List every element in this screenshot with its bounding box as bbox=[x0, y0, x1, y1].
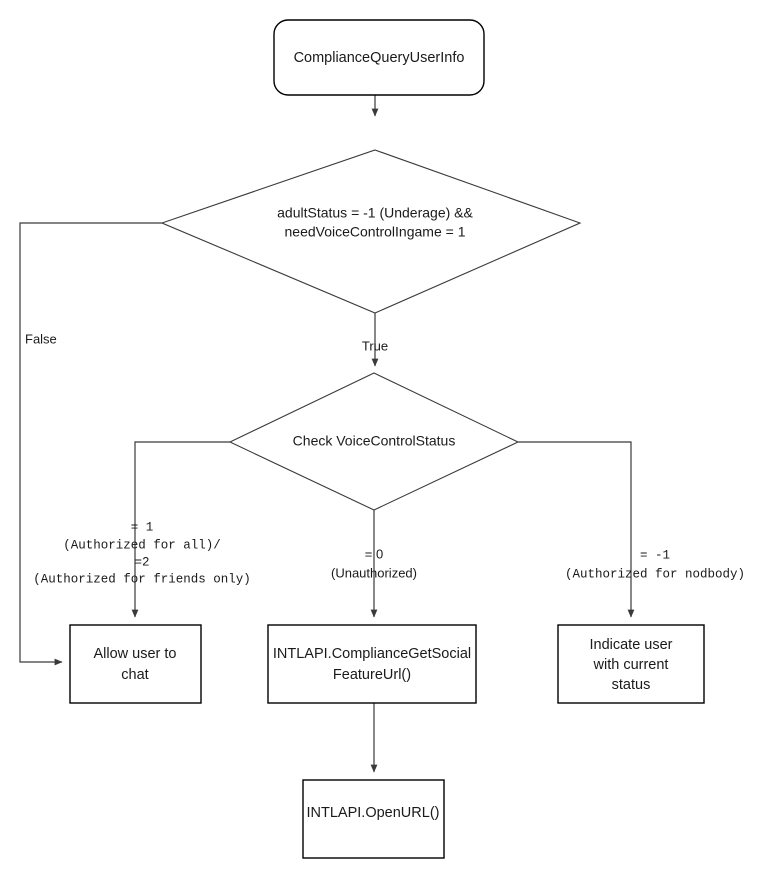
node-allow-user-to-chat[interactable]: Allow user to chat bbox=[69, 624, 202, 704]
decision-adult-line1: adultStatus = -1 (Underage) && bbox=[277, 205, 473, 221]
edge-label-unauthorized-line2: (Unauthorized) bbox=[331, 565, 417, 580]
indicate-status-shape bbox=[557, 624, 705, 704]
node-indicate-user-status[interactable]: Indicate user with current status bbox=[557, 624, 705, 704]
edge-label-unauthorized-line1: = 0 bbox=[365, 546, 383, 561]
allow-chat-line2: chat bbox=[121, 667, 148, 683]
edge-voice-nobody bbox=[518, 441, 635, 618]
edge-false-branch bbox=[19, 222, 162, 666]
allow-chat-line1: Allow user to bbox=[93, 646, 176, 662]
node-decision-adult-status[interactable]: adultStatus = -1 (Underage) && needVoice… bbox=[160, 149, 582, 314]
edge-label-nobody-line1: = -1 bbox=[640, 548, 670, 562]
decision-adult-shape bbox=[160, 149, 582, 314]
open-url-shape bbox=[302, 779, 445, 859]
decision-adult-line2: needVoiceControlIngame = 1 bbox=[285, 224, 466, 240]
node-open-url[interactable]: INTLAPI.OpenURL() bbox=[302, 779, 445, 859]
edge-label-nobody-line2: (Authorized for nodbody) bbox=[565, 567, 745, 581]
indicate-status-line1: Indicate user bbox=[589, 637, 672, 653]
start-node-shape bbox=[273, 19, 485, 96]
get-social-url-shape bbox=[267, 624, 477, 704]
decision-voice-label: Check VoiceControlStatus bbox=[293, 433, 456, 449]
start-node-label: ComplianceQueryUserInfo bbox=[294, 50, 465, 66]
node-compliance-get-social-feature-url[interactable]: INTLAPI.ComplianceGetSocial FeatureUrl() bbox=[267, 624, 477, 704]
edge-label-true: True bbox=[362, 338, 388, 353]
open-url-label: INTLAPI.OpenURL() bbox=[307, 805, 440, 821]
edge-voice-authorized bbox=[131, 441, 230, 618]
get-social-url-line1: INTLAPI.ComplianceGetSocial bbox=[273, 646, 471, 662]
indicate-status-line3: status bbox=[612, 677, 651, 693]
edge-label-authorized-line4: (Authorized for friends only) bbox=[33, 572, 251, 586]
edge-label-authorized-line1: = 1 bbox=[131, 520, 154, 534]
allow-chat-shape bbox=[69, 624, 202, 704]
get-social-url-line2: FeatureUrl() bbox=[333, 667, 411, 683]
connectors bbox=[19, 95, 635, 773]
decision-voice-shape bbox=[228, 372, 520, 511]
edge-label-authorized-line2: (Authorized for all)/ bbox=[63, 538, 221, 552]
edge-label-false: False bbox=[25, 331, 57, 346]
indicate-status-line2: with current bbox=[593, 657, 669, 673]
node-start[interactable]: ComplianceQueryUserInfo bbox=[273, 19, 485, 96]
node-decision-voice-control-status[interactable]: Check VoiceControlStatus bbox=[228, 372, 520, 511]
edge-labels: False True = 1 (Authorized for all)/ =2 … bbox=[25, 331, 745, 586]
edge-label-authorized-line3: =2 bbox=[134, 555, 149, 569]
